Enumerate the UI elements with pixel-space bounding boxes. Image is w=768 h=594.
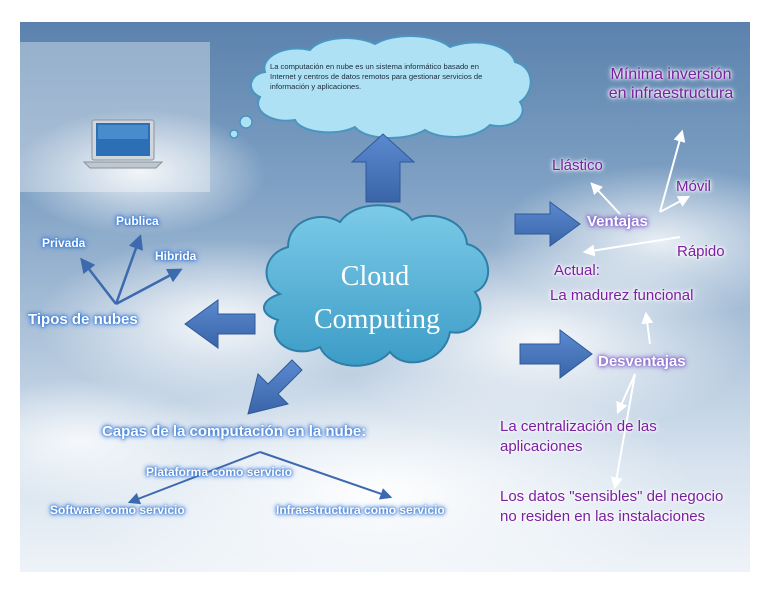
layers-title: Capas de la computación en la nube: xyxy=(102,423,367,440)
block-arrow-up xyxy=(350,133,416,203)
layer-infra: Infraestructura como servicio xyxy=(276,503,445,517)
block-arrow-down-left-layers xyxy=(247,359,303,415)
layers-connectors xyxy=(127,451,393,505)
desventaja-centralizacion: La centralización de las aplicaciones xyxy=(500,418,657,455)
type-publica: Publica xyxy=(116,214,159,228)
laptop-photo xyxy=(20,42,210,192)
diagram-canvas: La computación en nube es un sistema inf… xyxy=(20,22,750,572)
ventaja-rapido: Rápido xyxy=(677,243,725,260)
types-connectors xyxy=(80,234,183,306)
type-hibrida: Hibrida xyxy=(155,249,197,263)
center-title-line2: Computing xyxy=(313,304,440,335)
layer-software: Software como servicio xyxy=(50,503,185,517)
desventaja-datos-sensibles: Los datos "sensibles" del negocio no res… xyxy=(500,488,724,525)
block-arrow-right-ventajas xyxy=(514,201,581,247)
desventajas-connectors xyxy=(610,311,654,490)
ventajas-title: Ventajas xyxy=(587,213,648,230)
definition-text: La computación en nube es un sistema inf… xyxy=(270,62,483,91)
ventaja-minima-inversion: Mínima inversión en infraestructura xyxy=(608,66,734,102)
block-arrow-left-types xyxy=(184,299,256,349)
type-privada: Privada xyxy=(42,236,86,250)
types-title: Tipos de nubes xyxy=(28,311,138,328)
ventaja-movil: Móvil xyxy=(676,178,712,195)
ventaja-llastico: Llástico xyxy=(552,157,603,174)
center-title-line1: Cloud xyxy=(340,261,410,292)
actual-title: Actual: xyxy=(554,262,600,279)
actual-item: La madurez funcional xyxy=(550,287,694,304)
layer-platform: Plataforma como servicio xyxy=(146,465,293,479)
definition-cloud xyxy=(250,35,532,139)
ventajas-connectors xyxy=(582,129,691,257)
diagram-graphics xyxy=(20,35,691,505)
desventajas-title: Desventajas xyxy=(598,353,686,370)
center-cloud xyxy=(263,204,490,367)
block-arrow-right-desventajas xyxy=(519,329,593,379)
